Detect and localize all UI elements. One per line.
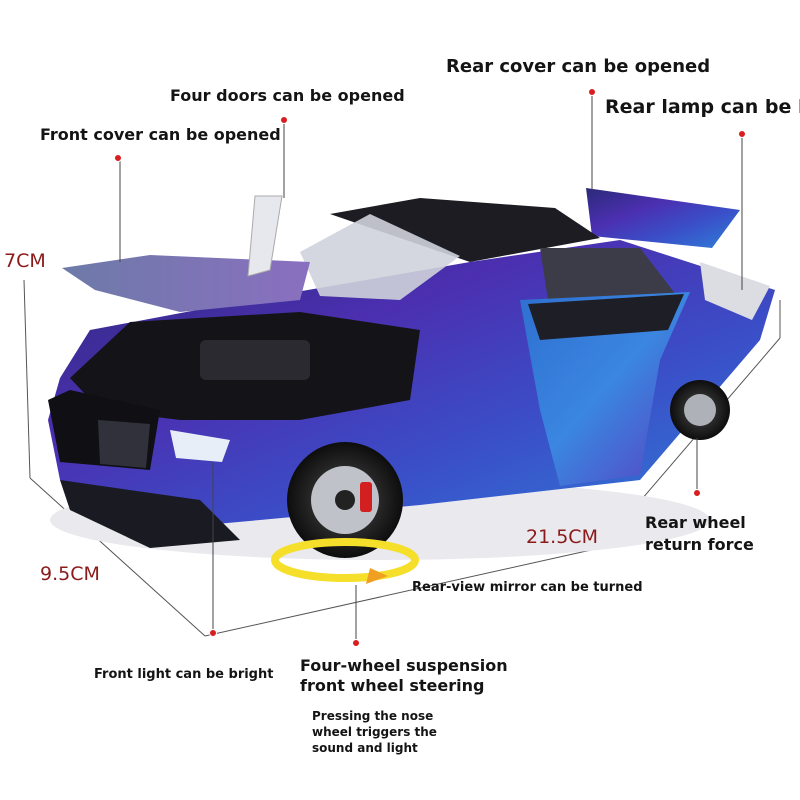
four-doors-label: Four doors can be opened	[170, 86, 405, 105]
front-light-label: Front light can be bright	[94, 667, 274, 682]
open-door-window	[528, 294, 684, 340]
height-dimension: 7CM	[4, 250, 46, 272]
rear-cover-label: Rear cover can be opened	[446, 56, 711, 77]
four-doors-marker	[280, 116, 288, 124]
front-cover-shape	[62, 255, 310, 312]
roof-shape	[330, 198, 600, 262]
rear-cover-shape	[586, 188, 740, 248]
front-light-marker	[209, 629, 217, 637]
suspension-marker	[352, 639, 360, 647]
front-caliper-shape	[360, 482, 372, 512]
nose-wheel-label: Pressing the nose wheel triggers the sou…	[312, 709, 437, 755]
open-door-shape	[520, 292, 690, 486]
rear-lamp-marker	[738, 130, 746, 138]
rear-cover-marker	[588, 88, 596, 96]
front-bumper-shape	[60, 480, 240, 548]
front-cover-label: Front cover can be opened	[40, 125, 281, 144]
front-hub-shape	[335, 490, 355, 510]
rear-rim-shape	[684, 394, 716, 426]
front-cover-marker	[114, 154, 122, 162]
rear-lamp-label: Rear lamp can be lit	[605, 96, 800, 118]
length-dimension: 21.5CM	[526, 526, 598, 548]
width-dimension: 9.5CM	[40, 563, 100, 585]
rear-window-shape	[700, 262, 770, 320]
rotation-arrow-head	[366, 568, 388, 584]
rear-wheel-label: Rear wheel return force	[645, 513, 754, 554]
suspension-label: Four-wheel suspension front wheel steeri…	[300, 656, 508, 695]
front-door-glass	[247, 195, 283, 277]
marker-dots	[114, 88, 746, 647]
rear-wheel-marker	[693, 489, 701, 497]
windshield-shape	[300, 214, 460, 300]
rotation-arrow-ring	[271, 538, 419, 582]
kidney-grille-shape	[98, 420, 150, 468]
headlight-shape	[170, 430, 230, 462]
callout-lines	[119, 94, 743, 642]
mirror-label: Rear-view mirror can be turned	[412, 580, 643, 595]
engine-cover-shape	[200, 340, 310, 380]
